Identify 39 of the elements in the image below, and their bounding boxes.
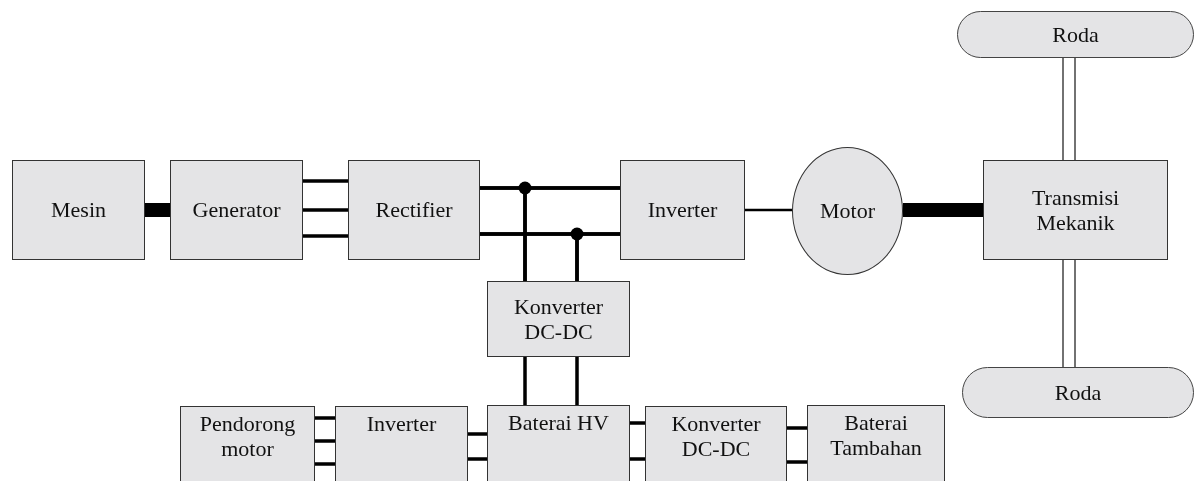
connector-line <box>313 416 337 466</box>
connector-line <box>523 355 579 407</box>
component-box <box>807 405 945 481</box>
component-box <box>487 405 630 481</box>
node-label: Konverter DC-DC <box>670 411 762 462</box>
node-label: Transmisi Mekanik <box>1030 184 1121 236</box>
component-box <box>12 160 145 260</box>
component-box <box>487 281 630 357</box>
node-label: Konverter DC-DC <box>512 293 605 345</box>
node-label: Roda <box>1054 379 1102 406</box>
node-label: Inverter <box>647 197 718 223</box>
component-box <box>335 406 468 481</box>
component-box <box>348 160 480 260</box>
connector-line <box>785 426 809 464</box>
shaft-connector <box>903 203 983 217</box>
connector-line <box>523 186 622 283</box>
node-label: Mesin <box>51 197 106 223</box>
component-box <box>620 160 745 260</box>
shaft-line <box>1062 259 1076 368</box>
component-box <box>180 406 315 481</box>
connector-line <box>745 208 792 212</box>
node-label: Baterai Tambahan <box>829 410 923 461</box>
node-label: Rectifier <box>375 197 453 223</box>
node-label: Pendorong motor <box>198 411 297 462</box>
component-box <box>983 160 1168 260</box>
component-box <box>645 406 787 481</box>
shaft-line <box>1062 57 1076 161</box>
component-box <box>170 160 303 260</box>
connector-line <box>301 179 350 238</box>
wheel-node <box>957 11 1194 58</box>
node-label: Inverter <box>366 411 437 437</box>
connector-line <box>628 421 647 461</box>
wheel-node <box>962 367 1194 418</box>
shaft-connector <box>145 203 170 217</box>
node-label: Roda <box>1052 21 1099 48</box>
connector-line <box>466 432 489 461</box>
node-label: Baterai HV <box>508 410 609 436</box>
node-label: Motor <box>820 198 875 224</box>
node-label: Generator <box>192 197 281 223</box>
